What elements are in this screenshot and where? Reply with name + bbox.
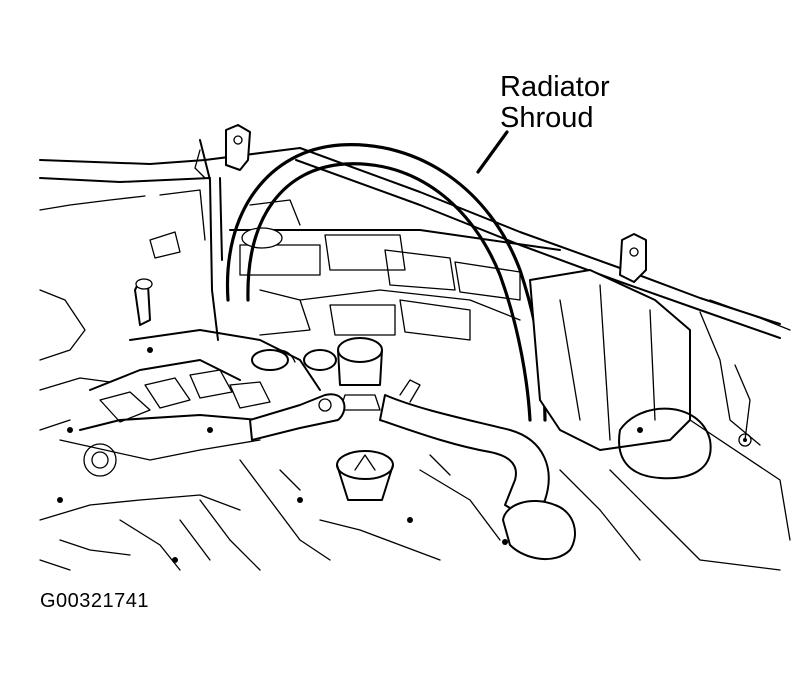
oil-filler (336, 450, 394, 501)
figure-id: G00321741 (40, 590, 150, 612)
wiring-and-hardware (39, 347, 747, 571)
callout-line-2: Shroud (500, 102, 594, 134)
intake-manifold (39, 278, 321, 477)
radiator-core (149, 189, 561, 341)
radiator-support-outline (39, 147, 791, 446)
coolant-reservoir (529, 269, 791, 571)
right-bracket (619, 233, 647, 283)
radiator-shroud (225, 143, 547, 422)
radiator-shroud-label: Radiator Shroud (500, 72, 610, 134)
upper-radiator-hose (379, 379, 576, 561)
callout-line-1: Radiator (500, 71, 610, 103)
callout-leader-line (476, 130, 509, 174)
thermostat-housing (337, 337, 383, 411)
throttle-linkage (249, 349, 346, 441)
left-bracket (194, 124, 251, 341)
